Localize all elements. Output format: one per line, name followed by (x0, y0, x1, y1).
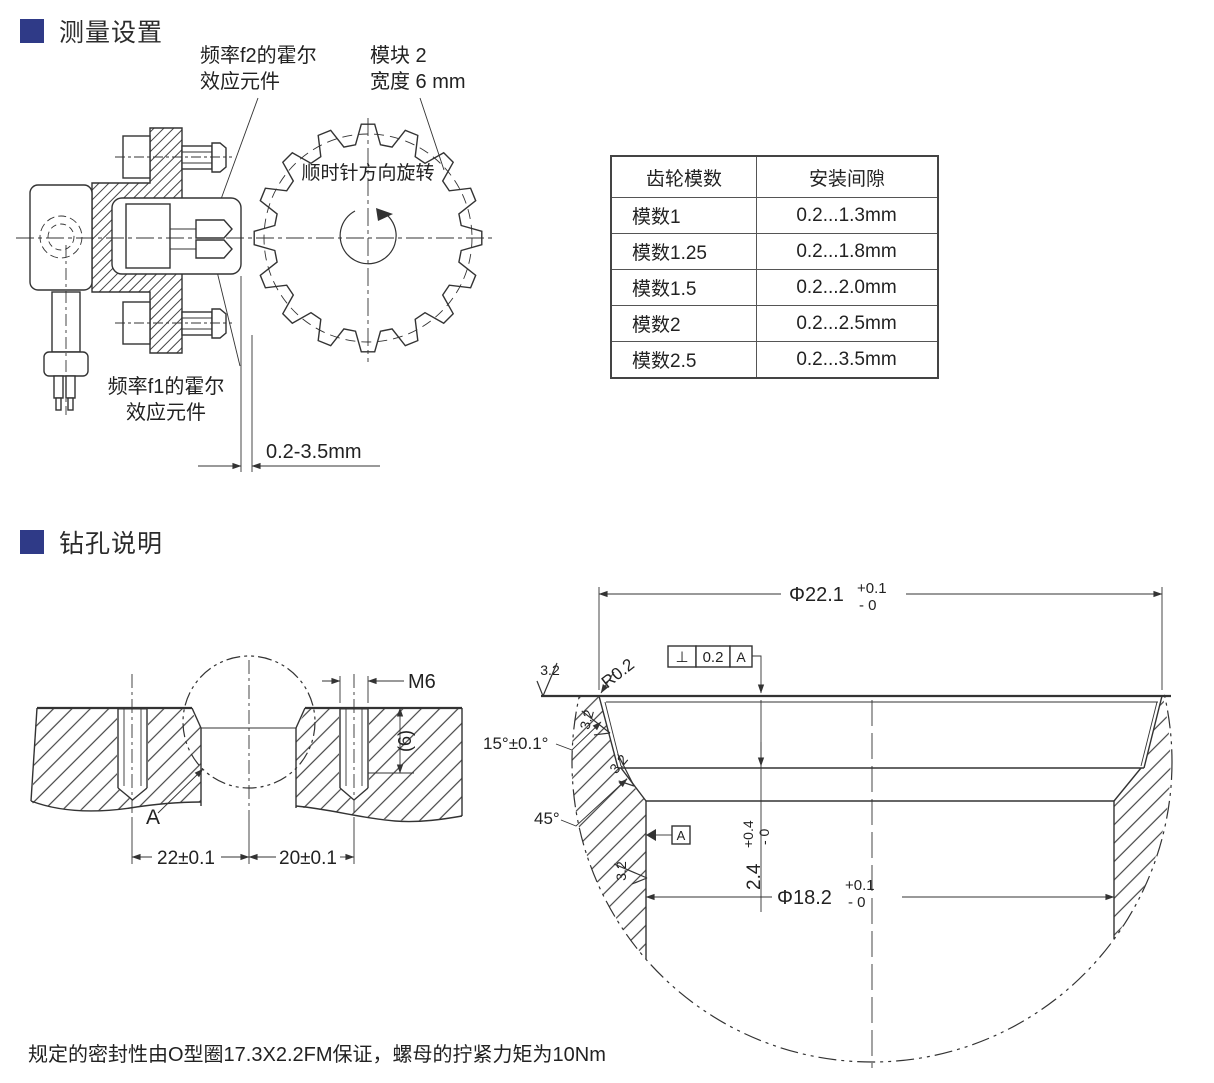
section-bullet-icon (20, 19, 44, 43)
thread-dimension: M6 (322, 671, 436, 703)
section-measurement-header: 测量设置 (20, 13, 163, 49)
svg-text:效应元件: 效应元件 (126, 401, 206, 424)
datum-triangle-icon (646, 829, 656, 841)
hole-spacing-dimensions: 22±0.1 20±0.1 (131, 848, 355, 869)
svg-text:A: A (736, 649, 746, 665)
table-header-row: 齿轮模数 安装间隙 (610, 155, 939, 198)
depth-dimension: 2.4 +0.4 - 0 (740, 700, 772, 912)
connector-pin-tip (67, 397, 74, 411)
perpendicularity-icon: ⊥ (675, 649, 688, 666)
dia-22-dimension: Φ22.1 +0.1 - 0 (598, 580, 1163, 690)
connector-pin-tip (55, 397, 62, 411)
svg-text:A: A (677, 828, 686, 843)
hall-sensor-drawing (29, 127, 242, 415)
roughness-mark-top (536, 661, 561, 697)
bolt-shaft (181, 311, 213, 336)
table-row: 模数2.5 0.2...3.5mm (610, 341, 939, 379)
section-title: 钻孔说明 (59, 530, 164, 558)
bolt-hex-head (211, 142, 227, 173)
svg-text:A: A (146, 806, 160, 829)
table-row: 模数1 0.2...1.3mm (610, 197, 939, 234)
col-header-module: 齿轮模数 (610, 155, 757, 198)
hall-element-f2 (195, 219, 233, 239)
datum-A-flag: A (646, 825, 691, 845)
dim-20: 20±0.1 (279, 848, 337, 869)
hall-element-f1 (195, 239, 233, 259)
svg-text:模块 2: 模块 2 (370, 44, 427, 67)
bore-detail-drawing: 3.2 Φ22.1 (483, 580, 1173, 1068)
svg-text:45°: 45° (534, 809, 560, 828)
sensor-core (125, 203, 171, 269)
thread-size-label: M6 (408, 671, 436, 693)
gap-dimension-value: 0.2-3.5mm (266, 441, 362, 463)
connector-circle (39, 215, 83, 259)
tapped-hole-left (117, 708, 148, 801)
rotation-arc (339, 210, 397, 265)
tapped-hole-right (339, 708, 369, 801)
svg-text:频率f1的霍尔: 频率f1的霍尔 (108, 375, 225, 398)
table-row: 模数1.5 0.2...2.0mm (610, 269, 939, 306)
detail-boundary-circle (571, 694, 1173, 1063)
svg-text:+0.1: +0.1 (857, 580, 887, 597)
label-hall-f2: 频率f2的霍尔 效应元件 (200, 44, 317, 222)
dia-18-value: Φ18.2 (777, 887, 832, 909)
thread-depth-dimension: (6) (368, 707, 415, 774)
dim-22: 22±0.1 (157, 848, 215, 869)
section-drilling-header: 钻孔说明 (20, 524, 163, 560)
radius-callout: R0.2 (598, 655, 638, 694)
depth-value: 2.4 (744, 863, 765, 890)
label-hall-f1: 频率f1的霍尔 效应元件 (108, 254, 241, 424)
svg-text:效应元件: 效应元件 (200, 70, 280, 93)
svg-text:频率f2的霍尔: 频率f2的霍尔 (200, 44, 317, 67)
cone-angle-callout: 15°±0.1° (483, 721, 602, 753)
sealing-note: 规定的密封性由O型圈17.3X2.2FM保证，螺母的拧紧力矩为10Nm (28, 1044, 606, 1066)
leader-line (419, 97, 445, 171)
cone-wall-right (1143, 695, 1163, 769)
dia-18-dimension: Φ18.2 +0.1 - 0 (645, 877, 1115, 911)
connector-circle (47, 223, 75, 251)
gear-module-table: 齿轮模数 安装间隙 模数1 0.2...1.3mm 模数1.25 0.2...1… (610, 155, 939, 379)
connector-pin (53, 375, 64, 399)
section-break-line (30, 800, 202, 812)
dia-22-value: Φ22.1 (789, 584, 844, 606)
measurement-setup-drawing: 频率f2的霍尔 效应元件 模块 2 宽度 6 mm 频率f1的霍尔 效应元件 (16, 44, 495, 472)
detail-circle-A (182, 655, 316, 789)
table-row: 模数2 0.2...2.5mm (610, 305, 939, 342)
svg-text:R0.2: R0.2 (598, 655, 638, 692)
gdt-frame: ⊥ 0.2 A (667, 645, 765, 694)
svg-text:+0.4: +0.4 (740, 820, 756, 848)
connector-pin (65, 375, 76, 399)
col-header-gap: 安装间隙 (756, 155, 939, 198)
table-row: 模数1.25 0.2...1.8mm (610, 233, 939, 270)
rotation-direction-label: 顺时针方向旋转 (301, 162, 434, 184)
right-wall-hatch (1114, 696, 1171, 939)
section-bullet-icon (20, 530, 44, 554)
svg-text:宽度 6 mm: 宽度 6 mm (370, 70, 466, 93)
chamfer-right (1113, 767, 1142, 802)
svg-text:15°±0.1°: 15°±0.1° (483, 734, 548, 753)
drill-plan-drawing: A M6 (6) 22±0.1 20±0.1 (30, 655, 463, 869)
gear-drawing: 顺时针方向旋转 (16, 118, 495, 362)
rotation-arrow-icon (376, 208, 393, 221)
svg-text:+0.1: +0.1 (845, 877, 875, 894)
label-module: 模块 2 宽度 6 mm (370, 44, 466, 171)
svg-text:0.2: 0.2 (703, 649, 724, 666)
thread-depth-value: (6) (395, 730, 415, 752)
gap-dimension: 0.2-3.5mm (198, 276, 380, 472)
bolt-hex-head (211, 308, 227, 339)
sensor-housing (29, 184, 93, 291)
svg-text:- 0: - 0 (756, 828, 772, 845)
section-break-line (295, 805, 463, 823)
section-title: 测量设置 (59, 19, 164, 47)
svg-text:- 0: - 0 (859, 597, 877, 614)
chamfer-angle-callout: 45° (534, 778, 628, 828)
detail-label-A: A (146, 768, 204, 829)
gear-teeth-outline (253, 123, 483, 353)
left-wall-hatch (571, 695, 646, 959)
bolt-shaft (181, 145, 213, 170)
svg-text:- 0: - 0 (848, 894, 866, 911)
